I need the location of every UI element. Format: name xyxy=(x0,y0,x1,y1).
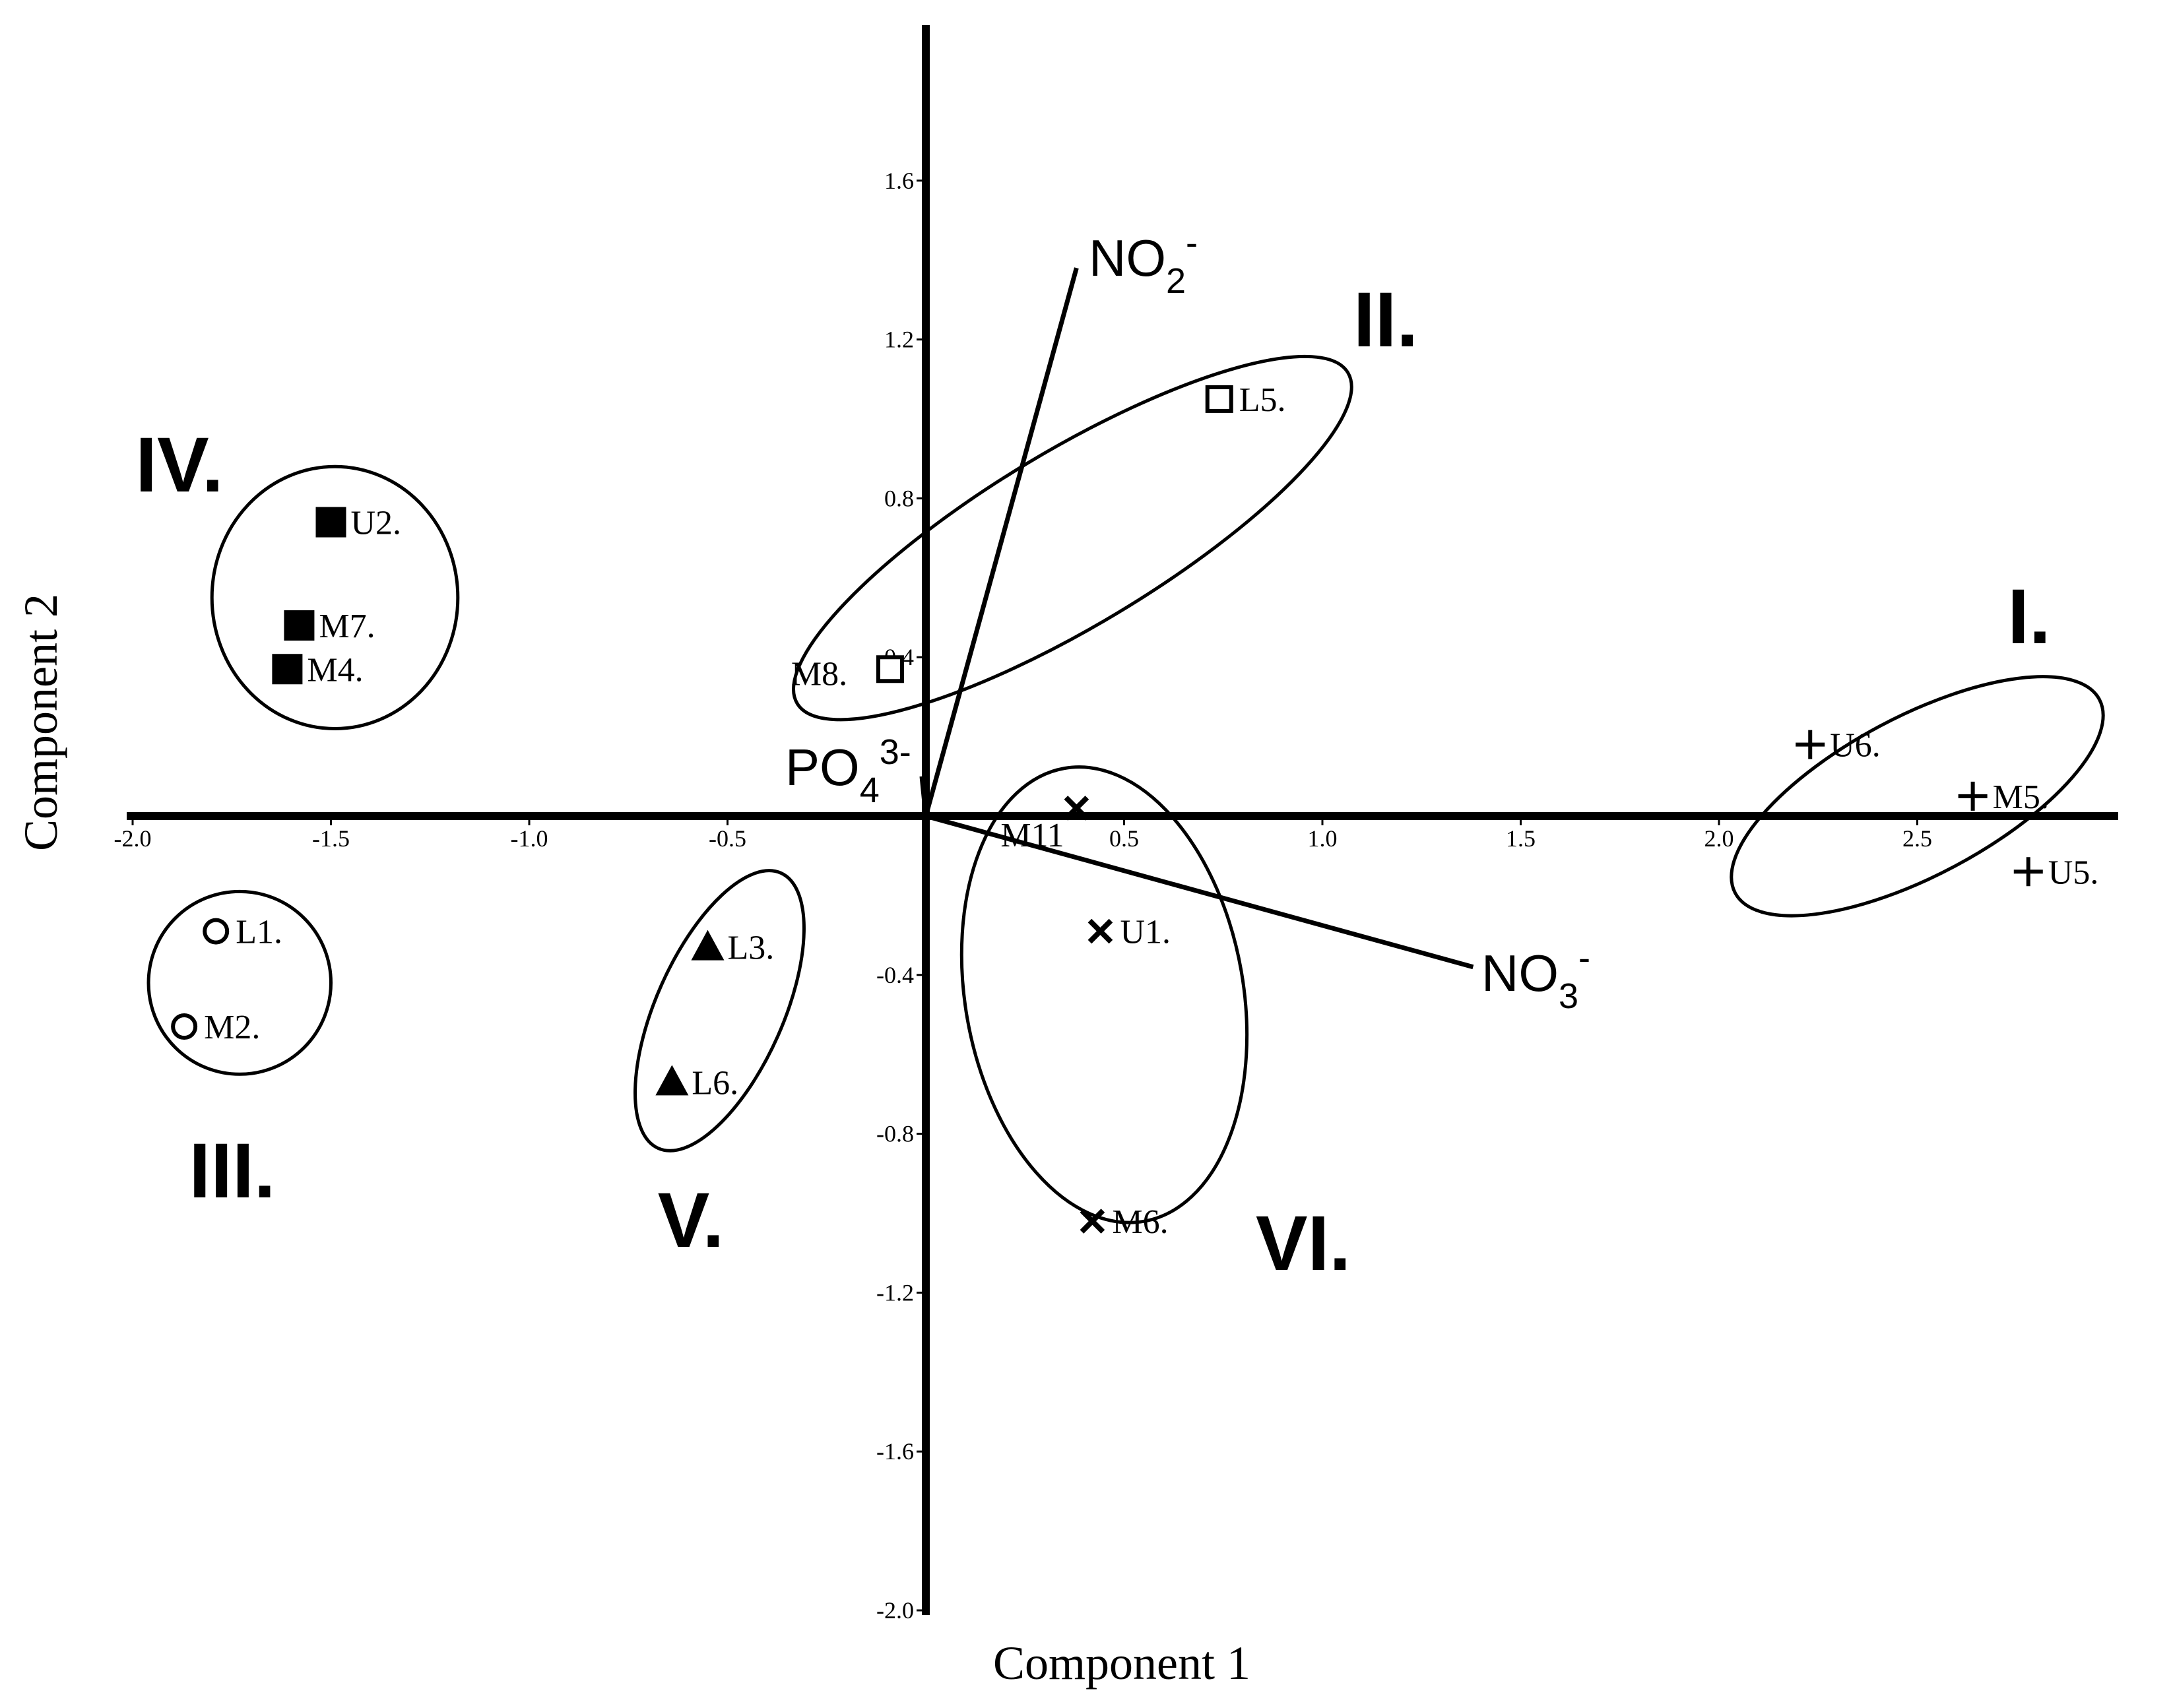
x-tick-label: -1.5 xyxy=(312,825,350,852)
point-label: L5. xyxy=(1239,381,1286,419)
cluster-ellipse xyxy=(633,869,806,1153)
x-tick-label: 1.0 xyxy=(1308,825,1338,852)
cluster-labels: I. II. III. IV. V. VI. xyxy=(135,276,2051,1287)
cluster-ellipse xyxy=(146,889,333,1076)
point-label: L3. xyxy=(727,930,774,967)
cluster-ellipse xyxy=(210,464,460,731)
cross-marker xyxy=(1064,796,1089,821)
point-label: U6. xyxy=(1830,727,1881,765)
vector-label: PO43- xyxy=(785,732,911,810)
data-point: L6. xyxy=(655,1064,738,1102)
data-point: L1. xyxy=(203,914,282,951)
cluster-ellipses xyxy=(146,354,2105,1224)
data-point: M2. xyxy=(171,1009,260,1046)
cluster-label: II. xyxy=(1353,276,1418,364)
x-tick-label: 0.5 xyxy=(1109,825,1139,852)
data-point: M7. xyxy=(284,608,375,645)
y-tick-label: 1.6 xyxy=(884,168,914,194)
filled-triangle-marker xyxy=(655,1065,689,1096)
open-circle-marker xyxy=(171,1013,198,1040)
filled-square-marker xyxy=(315,507,346,538)
cluster-ellipse xyxy=(792,354,1353,722)
axes xyxy=(127,25,2118,1615)
point-label: M2. xyxy=(204,1009,260,1046)
data-point: L3. xyxy=(691,930,774,967)
x-tick-label: 1.5 xyxy=(1506,825,1536,852)
point-label: L1. xyxy=(236,914,282,951)
cluster-ellipse xyxy=(959,765,1249,1224)
cross-marker xyxy=(1087,918,1113,944)
y-tick-label: -0.4 xyxy=(876,962,914,988)
x-tick-label: 2.0 xyxy=(1704,825,1734,852)
y-tick-label: -2.0 xyxy=(876,1597,914,1624)
x-axis-title: Component 1 xyxy=(993,1637,1250,1690)
data-points: U6. M5. U5. L5. M8. L1. M2. U2. M7. M4. L3. L6. M11U… xyxy=(171,381,2099,1241)
point-label: U5. xyxy=(2048,854,2099,891)
x-tick-label: 2.5 xyxy=(1902,825,1932,852)
plus-marker xyxy=(2013,857,2043,887)
vector-label: NO2- xyxy=(1089,223,1198,301)
cluster-label: VI. xyxy=(1256,1200,1351,1287)
filled-square-marker xyxy=(272,654,303,685)
data-point: U5. xyxy=(2013,854,2099,891)
cluster-ellipse xyxy=(1730,675,2105,918)
data-point: U2. xyxy=(315,505,402,542)
vector-label: NO3- xyxy=(1481,938,1590,1016)
data-point: U6. xyxy=(1796,727,1881,765)
data-point: U1. xyxy=(1087,914,1171,951)
y-tick-label: 1.2 xyxy=(884,327,914,353)
cluster-label: III. xyxy=(189,1127,275,1215)
cross-marker xyxy=(1080,1209,1105,1234)
open-square-marker xyxy=(876,655,904,683)
open-circle-marker xyxy=(203,918,230,945)
point-label: U2. xyxy=(351,505,402,542)
cluster-label: I. xyxy=(2007,573,2051,660)
point-label: M11 xyxy=(1000,817,1064,854)
point-label: U1. xyxy=(1120,914,1171,951)
point-label: L6. xyxy=(692,1064,738,1102)
x-tick-label: -0.5 xyxy=(709,825,746,852)
x-tick-label: -2.0 xyxy=(114,825,152,852)
y-tick-label: -0.8 xyxy=(876,1121,914,1147)
point-label: M7. xyxy=(319,608,375,645)
point-label: M5. xyxy=(1993,778,2049,816)
loading-vectors: NO2- NO3- PO43- xyxy=(785,223,1590,1016)
plus-marker xyxy=(1958,781,1988,811)
cluster-label: IV. xyxy=(135,422,223,509)
data-point: M4. xyxy=(272,651,364,689)
point-label: M8. xyxy=(791,655,847,693)
data-point: M5. xyxy=(1958,778,2049,816)
data-point: L5. xyxy=(1205,381,1286,419)
point-label: M4. xyxy=(307,651,363,689)
data-point: M8. xyxy=(791,655,904,693)
data-point: M11 xyxy=(1000,796,1089,854)
filled-triangle-marker xyxy=(691,930,725,961)
plus-marker xyxy=(1796,730,1825,759)
cluster-label: V. xyxy=(658,1177,725,1264)
axis-ticks: -2.0 -1.5 -1.0 -0.5 0.5 1.0 1.5 2.0 2.5 1.6 1.2 0.8… xyxy=(114,168,1933,1624)
y-tick-label: -1.6 xyxy=(876,1438,914,1465)
y-axis-title: Component 2 xyxy=(15,594,67,851)
loading-vector xyxy=(923,267,1079,817)
open-square-marker xyxy=(1205,385,1233,413)
loading-vector xyxy=(925,813,1474,970)
y-tick-label: 0.8 xyxy=(884,485,914,511)
x-tick-label: -1.0 xyxy=(511,825,548,852)
y-tick-label: -1.2 xyxy=(876,1279,914,1306)
data-point: M6. xyxy=(1080,1203,1169,1241)
filled-square-marker xyxy=(284,610,315,641)
point-label: M6. xyxy=(1112,1203,1168,1241)
